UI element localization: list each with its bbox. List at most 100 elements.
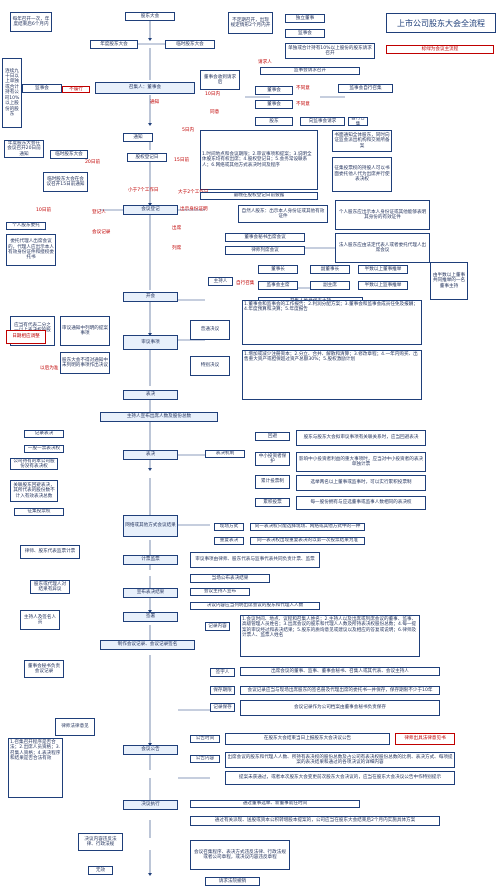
node-cumulative-text: 每一股份拥有与应选董事或监事人数相同的表决权 — [296, 496, 426, 510]
label-self-convened: 自行召集 — [236, 281, 255, 286]
label-disagree-b: 不同意 — [296, 102, 310, 107]
node-voting[interactable]: 表决 — [123, 390, 178, 400]
node-vote[interactable]: 表决 — [123, 450, 178, 460]
label-15-days: 15日前 — [174, 158, 190, 163]
node-voting-method: 表决机制 — [205, 450, 245, 458]
node-voting-record: 记录表决 — [24, 430, 64, 438]
node-board-a: 董事会 — [255, 86, 293, 95]
node-written-notice: 书面通知全体股东，同时向证监会派出机构和交易所备案 — [332, 130, 392, 152]
node-meeting-registration[interactable]: 会议登记 — [123, 205, 178, 215]
node-announcement[interactable]: 会议公告 — [123, 745, 178, 755]
label-10-days-b: 10日前 — [36, 208, 52, 213]
node-time: 公告时间 — [190, 735, 220, 743]
node-announce: 最晚在股权登记日前披露 — [200, 192, 318, 200]
node-reject: 律师、股东代表监票计票 — [20, 545, 80, 559]
label-5-days: 5日内 — [182, 128, 195, 133]
node-solicit: 征集投票权 — [14, 508, 64, 516]
node-content-text: 出席会议的股东和代理人人数、所持有表决权的股份总数及占公司有表决权股份总数的比例… — [225, 752, 455, 768]
label-agree: 同意 — [210, 110, 220, 115]
node-notice-content: 1.时间地点和会议期限；2.审议事项和提案；3.说明全体股东均有权出席；4.股权… — [200, 130, 318, 190]
node-network-combine[interactable]: 网络或其他方式会议结果 — [123, 515, 178, 537]
node-supervisory-board: 监事会 — [285, 29, 325, 38]
node-not-listed: 股东大会不得对通知中未列明的事项作出决议 — [60, 352, 110, 374]
node-execute[interactable]: 决议执行 — [123, 800, 178, 810]
node-count[interactable]: 计票监票 — [123, 555, 178, 565]
subtitle-box: 标绿为会议主流程 — [386, 45, 494, 54]
node-time-note: 律师出具法律意见书 — [395, 733, 455, 745]
node-supervisor-chair: 半数以上监事推举 — [358, 281, 408, 290]
node-counsel: 律师列席会议 — [225, 246, 305, 255]
label-meeting-record: 会议记录 — [92, 230, 111, 235]
node-distribution: 累计投票制 — [255, 475, 290, 489]
node-deliberation[interactable]: 审议事项 — [123, 335, 178, 350]
node-own-shares: 公司持有的本公司股份没有表决权 — [10, 458, 58, 470]
node-execute-text: 通过董事选举、新董事就任时间 — [190, 800, 360, 808]
node-agree-text: 提案未获通过，或者本次股东大会变更前次股东大会决议的，应当在股东大会决议公告中作… — [225, 771, 455, 785]
node-supervisory-request: 监事会请求召开 — [260, 67, 360, 75]
label-no-convene: 不履行 — [62, 86, 90, 93]
node-keeping-text: 会议记录应当与现场出席股东的签名册及代理出席的委托书一并保存，保存期限不少于10… — [240, 686, 440, 695]
node-distribution-text: 选举两名以上董事或监事时，可以实行累积投票制 — [296, 475, 426, 491]
node-repeat: 重复表决 — [214, 537, 244, 545]
chart-title: 上市公司股东大会全流程 — [386, 13, 496, 33]
label-20-days: 20日前 — [85, 160, 101, 165]
node-interim-conditions: 临时股东大会在会议召开15日前通知 — [43, 172, 88, 192]
node-ordinary-resolution: 普通决议 — [190, 320, 230, 340]
label-disagree-a: 不同意 — [296, 86, 310, 91]
label-attend: 出席 — [172, 226, 182, 231]
node-interim-meeting: 临时股东大会 — [165, 40, 215, 49]
node-voting-note: 征集投票权的持股人可以书面委托他人代为出席并行使表决权 — [332, 157, 392, 192]
node-resolution-text: 会议主持人宣布 — [190, 588, 250, 596]
node-sign-list: 1.会议时间、地点、议程和召集人姓名；2.主持人以及出席或列席会议的董事、监事、… — [240, 615, 420, 657]
node-special-resolution: 特别决议 — [190, 356, 230, 376]
label-listen: 列席 — [172, 246, 182, 251]
node-make-minutes[interactable]: 制作会议记录、会议记录签名 — [100, 640, 195, 650]
node-minority: 中小投资者保护 — [255, 452, 290, 466]
node-lawyer: 律师法律意见 — [55, 718, 95, 736]
node-chairperson: 主持人 — [208, 277, 233, 286]
label-2-workdays: 大于2个工作日 — [178, 190, 209, 195]
node-questions[interactable]: 主持人宣布出席人数及股份总数 — [100, 412, 218, 422]
node-personal-delegate: 个人股东委托 — [6, 222, 46, 230]
node-notice-matters: 审议通知中列明的提案事项 — [60, 316, 110, 346]
node-cumulative: 累积投票 — [255, 498, 290, 507]
label-notice-days: 通知 — [150, 100, 160, 105]
node-result-announce: 当场公布表决结果 — [190, 574, 270, 583]
node-opening[interactable]: 开会 — [123, 292, 178, 302]
node-revoked: 请求法院撤销 — [205, 877, 260, 886]
node-convener-board[interactable]: 召集人：董事会 — [95, 82, 195, 94]
node-vote-sign: 主持人及签名人员 — [20, 610, 60, 630]
node-shareholder-reg: 股权登记日 — [127, 153, 167, 162]
node-invalid: 决议内容违反法律、行政法规 — [78, 833, 123, 851]
node-resolution[interactable]: 宣布表决结果 — [123, 588, 178, 598]
node-notice: 通知 — [123, 133, 153, 142]
node-record-save-text: 会议记录作为公司档案由董事会秘书负责保存 — [240, 700, 440, 716]
node-keeping: 保存期限 — [210, 686, 235, 695]
note-left-legal: 连续九十日以上单独或合计持有公司10%以上股份的股东 — [2, 58, 22, 128]
node-supervisory-self: 监事会自行召集 — [338, 84, 393, 93]
node-signers: 签字人 — [210, 668, 235, 677]
note-annual: 年度股东大会在会议召开20日前通知 — [4, 140, 44, 158]
note-majority: 由半数以上董事共同推举的一名董事主持 — [430, 262, 468, 300]
node-board-receive: 董事会收到请求后 — [200, 70, 240, 90]
label-10-days: 10日内 — [205, 92, 221, 97]
node-resolution-note: 决议内容应当列明出席会议的股东和代理人人数 — [190, 602, 320, 610]
node-record-content: 记录内容 — [205, 622, 230, 631]
node-proxy-rules: 委托代理人出席会议的，代理人应出示本人有效身份证件和授权委托书 — [6, 234, 56, 266]
label-date-adjust: 日期相应调整 — [6, 330, 46, 344]
label-register: 登记人 — [92, 210, 106, 215]
node-supervisory-left: 监事会 — [22, 84, 62, 93]
label-7-workdays: 小于7个工作日 — [128, 188, 159, 193]
node-board-b: 董事会 — [255, 100, 293, 109]
node-ordinary-list: 1.董事会和监事会的工作报告；2.利润分配方案；3.董事会和监事会成员任免及报酬… — [242, 300, 422, 345]
node-content: 公告内容 — [190, 755, 220, 763]
node-proxy-attend: 股东或代理人对结果有异议 — [30, 580, 70, 594]
node-special-list: 1.增加或减少注册资本；2.分立、合并、解散和清算；3.修改章程；4.一年内购买… — [242, 350, 422, 400]
node-related-party: 关联股东回避表决，其所代表的股份数不计入有效表决总数 — [10, 480, 58, 502]
node-sign[interactable]: 签署 — [123, 612, 178, 622]
node-legal-person: 法人股东应由法定代表人或者委托代理人出席会议 — [335, 233, 430, 263]
node-individual-id: 个人股东应出示本人身份证或其他能够表明其身份的有效证件 — [335, 200, 430, 230]
node-director-chair: 半数以上董事推举 — [358, 265, 408, 274]
node-minority-text: 影响中小投资者利益的重大事项时，应当对中小投资者的表决单独计票 — [296, 452, 426, 472]
